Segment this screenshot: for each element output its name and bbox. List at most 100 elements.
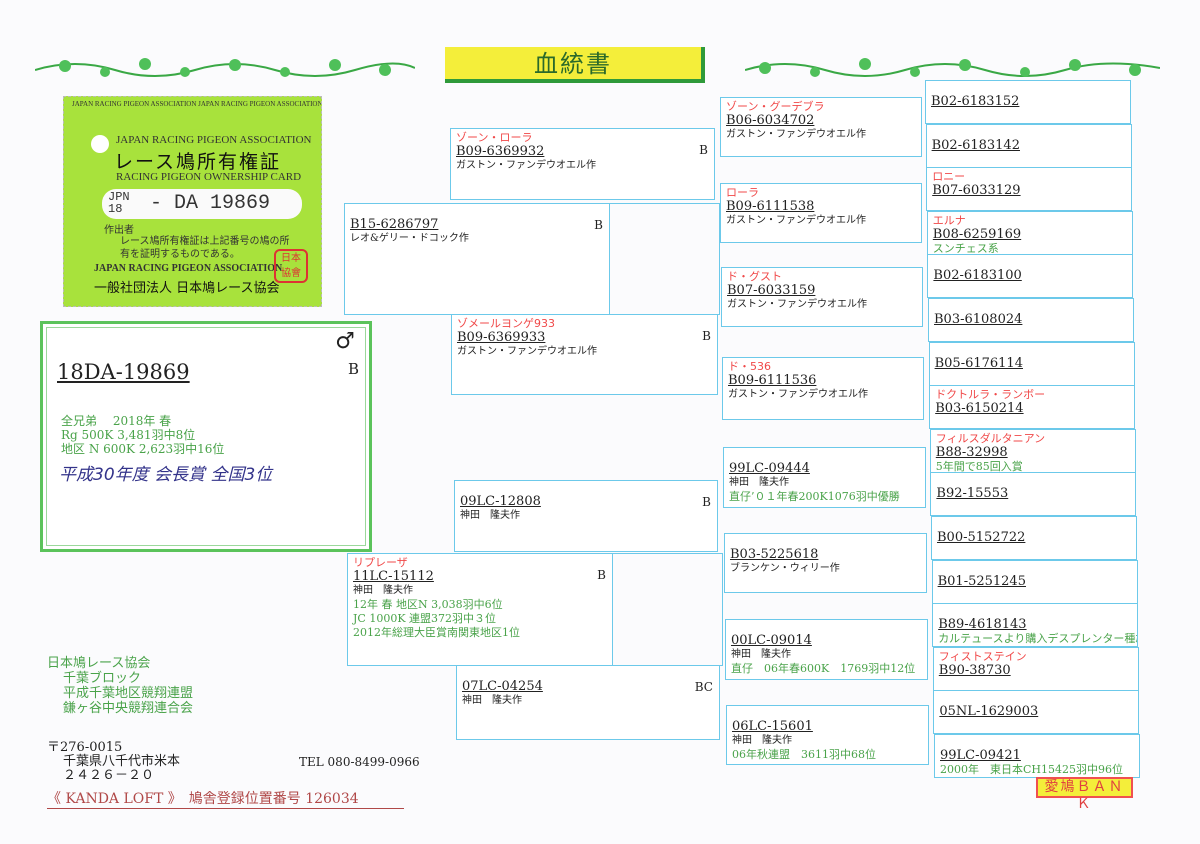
male-symbol-icon: ♂ [335,329,355,354]
pigeon-name: リプレーザ [353,556,408,569]
breeder: 神田 隆夫作 [462,695,522,706]
achievement-note: 2012年総理大臣賞南関東地区1位 [353,626,520,639]
pedigree-box-gen4: B00-5152722 [931,516,1137,560]
card-hole [91,135,109,153]
ring-number: B07-6033159 [727,283,816,298]
ring-number: B01-5251245 [937,573,1026,589]
achievement-note: スンチェス系 [932,241,999,255]
breeder: ガストン・ファンデウオエル作 [726,129,866,140]
vine-decoration-right [745,58,1160,77]
ring-number: 11LC-15112 [353,569,434,584]
breeder: ガストン・ファンデウオエル作 [728,389,868,400]
pedigree-box-gen4: 05NL-1629003 [933,690,1140,735]
breeder: 神田 隆夫作 [732,735,792,746]
achievement-note: 2000年 東日本CH15425羽中96位 [940,763,1123,776]
card-footer-jp: 一般社団法人 日本鳩レース協会 [94,281,280,296]
breeder: ガストン・ファンデウオエル作 [727,299,867,310]
achievement-note: 12年 春 地区N 3,038羽中6位 [353,598,503,611]
breeder: 神田 隆夫作 [460,510,520,521]
ring-number: B03-6108024 [934,312,1023,327]
pedigree-box-gen4: B03-6108024 [928,298,1134,342]
subject-notes: 全兄弟 2018年 春 Rg 500K 3,481羽中8位 地区 N 600K … [61,414,224,456]
breeder: 神田 隆夫作 [353,585,413,596]
pigeon-name: ゾーン・ローラ [456,131,533,144]
color-mark: B [594,218,603,232]
ring-number: 06LC-15601 [732,719,813,734]
card-seal-stamp: 日本協會 [274,249,308,283]
address-line1: 千葉県八千代市米本 [63,754,181,769]
address-block: 〒276-0015 千葉県八千代市米本 ２４２６－２０ [47,741,180,783]
ring-number: B03-5225618 [730,547,819,562]
ring-number: 99LC-09421 [940,748,1021,763]
postal-code: 〒276-0015 [47,740,123,755]
card-footer-en: JAPAN RACING PIGEON ASSOCIATION [94,263,283,274]
color-mark: B [702,329,711,343]
ring-number: 09LC-12808 [460,494,541,509]
achievement-note: 5年間で85回入賞 [935,459,1023,473]
achievement-note: 直仔 06年春600K 1769羽中12位 [731,662,916,675]
card-title-en: RACING PIGEON OWNERSHIP CARD [116,171,302,183]
subject-ring-number: 18DA-19869 [57,360,190,384]
card-title-jp: レース鳩所有権証 [114,151,282,173]
breeder: 神田 隆夫作 [731,649,791,660]
achievement-note: 直仔’０１年春200K1076羽中優勝 [729,490,900,503]
breeder: ガストン・ファンデウオエル作 [457,346,597,357]
subject-pigeon-box: 18DA-19869 ♂ B 全兄弟 2018年 春 Rg 500K 3,481… [40,321,372,552]
association-item: 千葉ブロック [63,671,142,686]
pigeon-name: ゾメールヨンゲ933 [457,317,555,330]
card-maker-label: 作出者 [104,225,134,236]
ring-number: 07LC-04254 [462,679,543,694]
pigeon-name: ゾーン・グーデブラ [726,100,825,113]
card-number: - DA 19869 [150,192,271,215]
ownership-card: JAPAN RACING PIGEON ASSOCIATION JAPAN RA… [63,96,322,307]
pigeon-name: ドクトルラ・ランボー [935,388,1046,402]
pedigree-box-gen4: B05-6176114 [928,341,1135,386]
ring-number: 00LC-09014 [731,633,812,648]
ring-number: B09-6111536 [728,373,817,388]
pedigree-box-gen4: B02-6183152 [925,80,1131,124]
achievement-note: JC 1000K 連盟372羽中３位 [353,612,497,625]
vine-decoration-left [35,58,415,77]
ring-number: B90-38730 [938,662,1011,678]
ring-number: B09-6369932 [456,144,545,159]
pigeon-name: ド・グスト [727,270,782,283]
bank-stamp: 愛鳩ＢＡＮＫ [1036,777,1133,812]
pedigree-box-gen4: B92-15553 [930,472,1137,517]
association-item: 鎌ヶ谷中央競翔連合会 [63,701,194,716]
ring-number: B02-6183100 [933,268,1022,284]
ring-number: B03-6150214 [935,401,1024,417]
pigeon-name: フィストステイン [938,649,1027,663]
color-mark: BC [694,680,713,694]
card-description: レース鳩所有権証は上記番号の鳩の所有を証明するものである。 [120,236,290,260]
breeder: ガストン・ファンデウオエル作 [726,215,866,226]
achievement-note: カルテュースより購入デスプレンター種鳩 [938,632,1139,646]
pedigree-box-gen4: B02-6183100 [927,254,1134,299]
color-mark: B [702,495,711,509]
card-assoc-en: JAPAN RACING PIGEON ASSOCIATION [116,134,312,146]
color-mark: B [699,143,708,157]
ring-number: B09-6369933 [457,330,546,345]
breeder: ブランケン・ウィリー作 [730,563,840,574]
loft-registration: 《 KANDA LOFT 》 鳩舎登録位置番号 126034 [47,788,404,809]
address-line2: ２４２６－２０ [63,768,155,783]
ring-number: B15-6286797 [350,217,439,232]
breeder: レオ&ゲリー・ドコック作 [350,233,469,244]
